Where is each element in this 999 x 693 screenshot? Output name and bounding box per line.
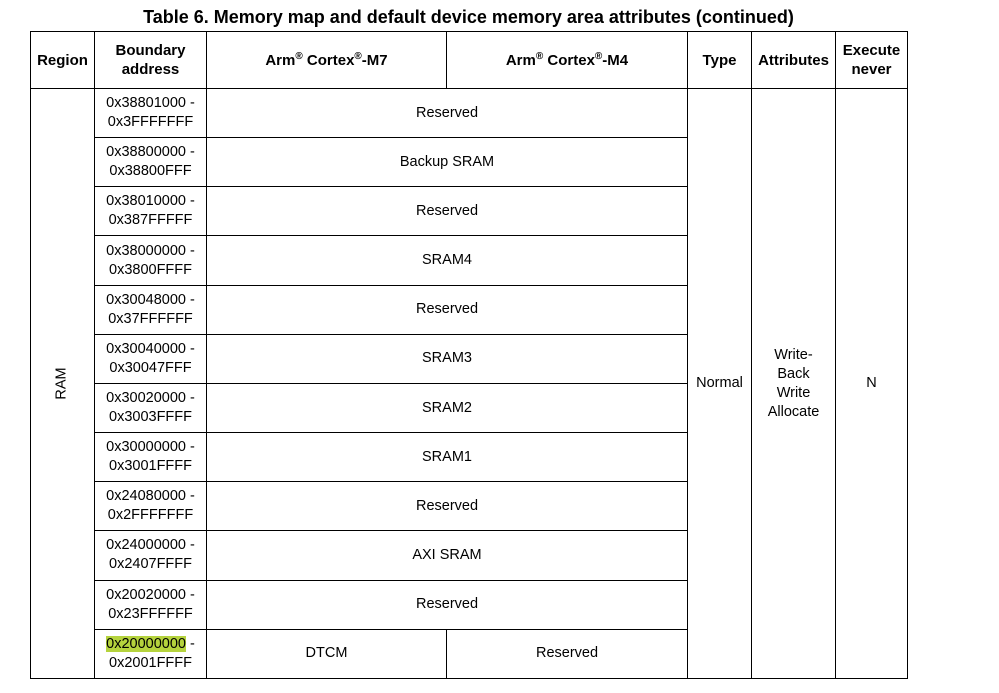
- header-boundary-address: Boundary address: [94, 31, 207, 89]
- memory-area-cell: Backup SRAM: [206, 137, 688, 188]
- table-row: 0x24000000 - 0x2407FFFF AXI SRAM: [31, 530, 908, 581]
- address-end: 0x3800FFFF: [109, 261, 192, 278]
- header-execute-never: Execute never: [835, 31, 908, 89]
- region-label: RAM: [53, 367, 70, 400]
- address-end: 0x37FFFFFF: [108, 310, 193, 327]
- table-row: 0x20020000 - 0x23FFFFFF Reserved: [31, 579, 908, 630]
- address-start: 0x38000000 -: [106, 242, 195, 259]
- cortex-m7-area-cell: DTCM: [206, 628, 447, 680]
- execute-never-cell: N: [835, 88, 908, 679]
- attribute-line: Back: [777, 365, 810, 382]
- address-start: 0x30020000 -: [106, 390, 195, 407]
- memory-map-table: Region Boundary address Arm® Cortex®-M7 …: [30, 31, 908, 680]
- attribute-line: Write: [776, 384, 811, 401]
- address-start: 0x30048000 -: [106, 291, 195, 308]
- header-attributes: Attributes: [751, 31, 836, 89]
- registered-mark: ®: [295, 50, 303, 62]
- header-m4-arm: Arm: [505, 51, 536, 69]
- address-end: 0x2407FFFF: [109, 556, 192, 573]
- address-dash: -: [185, 635, 195, 652]
- table-row: 0x38000000 - 0x3800FFFF SRAM4: [31, 235, 908, 286]
- table-row: 0x30020000 - 0x3003FFFF SRAM2: [31, 382, 908, 434]
- memory-area-cell: Reserved: [206, 284, 688, 335]
- header-type: Type: [687, 31, 752, 89]
- address-start: 0x24000000 -: [106, 537, 195, 554]
- boundary-address-cell: 0x30020000 - 0x3003FFFF: [94, 382, 207, 434]
- header-execute-line1: Execute: [842, 42, 901, 59]
- address-start: 0x30000000 -: [106, 439, 195, 456]
- table-row: 0x30000000 - 0x3001FFFF SRAM1: [31, 432, 908, 483]
- header-row: Region Boundary address Arm® Cortex®-M7 …: [30, 31, 908, 89]
- registered-mark: ®: [594, 50, 603, 62]
- address-end: 0x38800FFF: [109, 163, 192, 180]
- boundary-address-cell: 0x30000000 - 0x3001FFFF: [94, 432, 207, 483]
- table-row: 0x38800000 - 0x38800FFF Backup SRAM: [31, 137, 908, 188]
- header-cortex-m7: Arm® Cortex®-M7: [206, 31, 447, 89]
- header-m7-cortex: Cortex: [306, 51, 355, 69]
- memory-area-cell: SRAM2: [206, 382, 688, 434]
- header-m7-suffix: -M7: [361, 51, 388, 69]
- address-end: 0x23FFFFFF: [108, 605, 193, 622]
- address-start: 0x20000000 -: [97, 635, 204, 654]
- memory-area-cell: SRAM1: [206, 432, 688, 483]
- header-m4-suffix: -M4: [602, 51, 629, 69]
- address-end: 0x387FFFFF: [108, 212, 193, 229]
- memory-area-cell: Reserved: [206, 87, 688, 139]
- registered-mark: ®: [354, 50, 362, 62]
- boundary-address-cell: 0x38010000 - 0x387FFFFF: [94, 186, 207, 237]
- header-boundary-line2: address: [121, 61, 180, 78]
- boundary-address-cell: 0x30048000 - 0x37FFFFFF: [94, 284, 207, 335]
- cortex-m4-area-cell: Reserved: [446, 628, 688, 680]
- address-start: 0x30040000 -: [106, 340, 195, 357]
- boundary-address-cell: 0x20020000 - 0x23FFFFFF: [94, 579, 207, 630]
- memory-area-cell: Reserved: [206, 481, 688, 532]
- attribute-line: Write-: [774, 346, 813, 363]
- table-row: 0x30040000 - 0x30047FFF SRAM3: [31, 333, 908, 384]
- boundary-address-cell: 0x38000000 - 0x3800FFFF: [94, 235, 207, 286]
- header-m4-cortex: Cortex: [547, 51, 595, 69]
- address-end: 0x2001FFFF: [109, 654, 192, 671]
- address-end: 0x2FFFFFFF: [107, 507, 194, 524]
- header-cortex-m4: Arm® Cortex®-M4: [446, 31, 688, 89]
- table-row: 0x38010000 - 0x387FFFFF Reserved: [31, 186, 908, 237]
- registered-mark: ®: [535, 50, 544, 62]
- address-start: 0x24080000 -: [106, 488, 195, 505]
- address-start: 0x38801000 -: [106, 95, 195, 112]
- address-end: 0x30047FFF: [109, 359, 192, 376]
- highlighted-address: 0x20000000: [106, 635, 186, 652]
- table-row: 0x30048000 - 0x37FFFFFF Reserved: [31, 284, 908, 335]
- boundary-address-cell: 0x38800000 - 0x38800FFF: [94, 137, 207, 188]
- header-boundary-line1: Boundary: [115, 42, 186, 59]
- address-start: 0x38800000 -: [106, 144, 195, 161]
- table-caption: Table 6. Memory map and default device m…: [143, 7, 794, 27]
- boundary-address-cell: 0x24080000 - 0x2FFFFFFF: [94, 481, 207, 532]
- address-end: 0x3001FFFF: [109, 458, 192, 475]
- boundary-address-cell: 0x24000000 - 0x2407FFFF: [94, 530, 207, 581]
- attribute-line: Allocate: [767, 403, 820, 420]
- memory-area-cell: Reserved: [206, 186, 688, 237]
- header-m7-arm: Arm: [265, 51, 296, 69]
- boundary-address-cell: 0x30040000 - 0x30047FFF: [94, 333, 207, 384]
- type-cell: Normal: [687, 88, 752, 679]
- boundary-address-cell: 0x20000000 -0x2001FFFF: [94, 628, 207, 680]
- address-end: 0x3FFFFFFF: [107, 114, 194, 131]
- table-row: 0x24080000 - 0x2FFFFFFF Reserved: [31, 481, 908, 532]
- header-execute-line2: never: [851, 61, 892, 78]
- region-cell: RAM: [30, 88, 95, 679]
- boundary-address-cell: 0x38801000 - 0x3FFFFFFF: [94, 87, 207, 139]
- header-region: Region: [30, 31, 95, 89]
- address-start: 0x38010000 -: [106, 193, 195, 210]
- address-start: 0x20020000 -: [106, 586, 195, 603]
- memory-area-cell: Reserved: [206, 579, 688, 630]
- memory-area-cell: SRAM4: [206, 235, 688, 286]
- memory-area-cell: AXI SRAM: [206, 530, 688, 581]
- address-end: 0x3003FFFF: [109, 409, 192, 426]
- memory-area-cell: SRAM3: [206, 333, 688, 384]
